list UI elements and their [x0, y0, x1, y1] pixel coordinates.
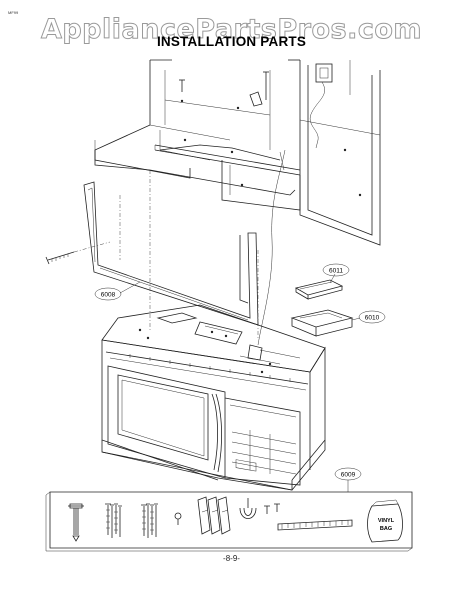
mounting-plate — [45, 149, 286, 346]
callout-6011: 6011 — [322, 263, 350, 277]
callout-6010-label: 6010 — [365, 315, 380, 322]
page-title: INSTALLATION PARTS — [156, 34, 307, 49]
wood-screws — [141, 503, 158, 538]
lag-screws — [105, 503, 122, 538]
corner-code: MF99 — [8, 10, 19, 15]
callout-6009: 6009 — [334, 467, 362, 492]
microwave-oven — [101, 304, 326, 491]
screw-pair — [264, 503, 280, 514]
watermark: AppliancePartsPros.com — [40, 14, 423, 46]
toggle-wings — [197, 496, 231, 535]
vinyl-bag: VINYL BAG — [367, 499, 403, 543]
toothed-strip — [277, 519, 353, 531]
callout-6008-label: 6008 — [101, 292, 116, 299]
callout-6010: 6010 — [358, 310, 386, 324]
vinyl-bag-label-line1: VINYL — [378, 518, 395, 524]
callout-6009-label: 6009 — [341, 472, 356, 479]
hardware-kit-box — [45, 491, 413, 552]
filter-parts — [290, 273, 361, 337]
callout-6008: 6008 — [94, 281, 141, 301]
toggle-bolt — [68, 503, 84, 542]
hardware-items: VINYL BAG — [68, 496, 403, 543]
vinyl-bag-label-line2: BAG — [380, 526, 392, 532]
cord-clamp — [239, 498, 257, 519]
wall-cabinet — [94, 59, 381, 246]
page-number: -8-9- — [223, 554, 240, 563]
callout-6011-label: 6011 — [329, 268, 343, 275]
small-screw — [174, 512, 182, 525]
